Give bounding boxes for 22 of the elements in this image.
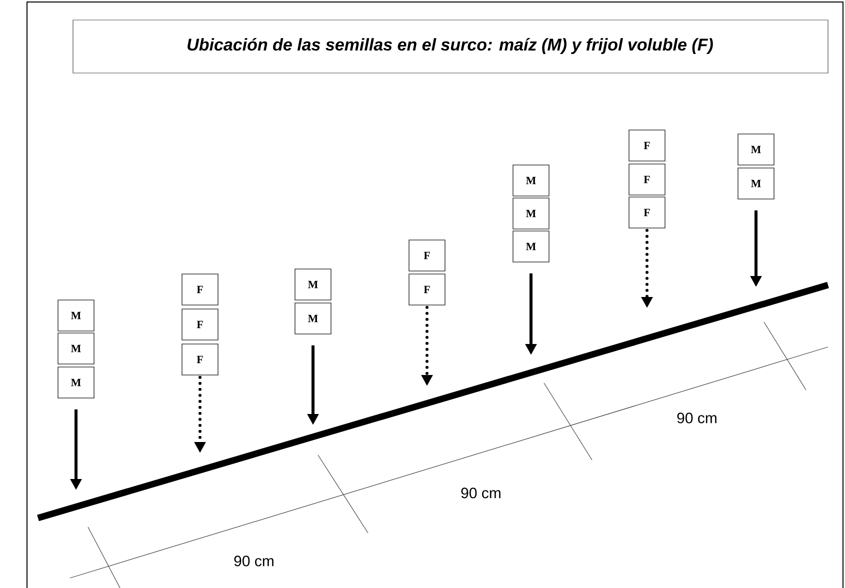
seed-box: F — [182, 308, 218, 340]
seed-box: F — [408, 240, 446, 272]
title-box: Ubicación de las semillas en el surco: maíz (M) y frijol voluble (F) — [72, 20, 828, 74]
seed-box: M — [512, 164, 550, 196]
seed-box: M — [738, 168, 774, 200]
dimension-label: 90 cm — [234, 556, 274, 566]
seed-box: M — [58, 366, 94, 398]
seed-box: M — [512, 198, 550, 230]
seed-box: M — [294, 302, 332, 334]
dimension-label: 90 cm — [461, 488, 500, 498]
seed-box: M — [512, 230, 550, 262]
seed-box: F — [628, 196, 666, 228]
dimension-label: 90 cm — [677, 412, 716, 424]
seed-box: M — [58, 300, 94, 332]
seed-box: F — [182, 274, 218, 306]
seed-box: M — [294, 268, 332, 300]
seed-box: F — [408, 274, 446, 306]
seed-box: M — [738, 134, 774, 166]
seed-box: F — [628, 164, 666, 196]
seed-box: F — [182, 344, 218, 376]
seed-box: M — [58, 332, 94, 364]
seed-box: F — [628, 130, 666, 162]
